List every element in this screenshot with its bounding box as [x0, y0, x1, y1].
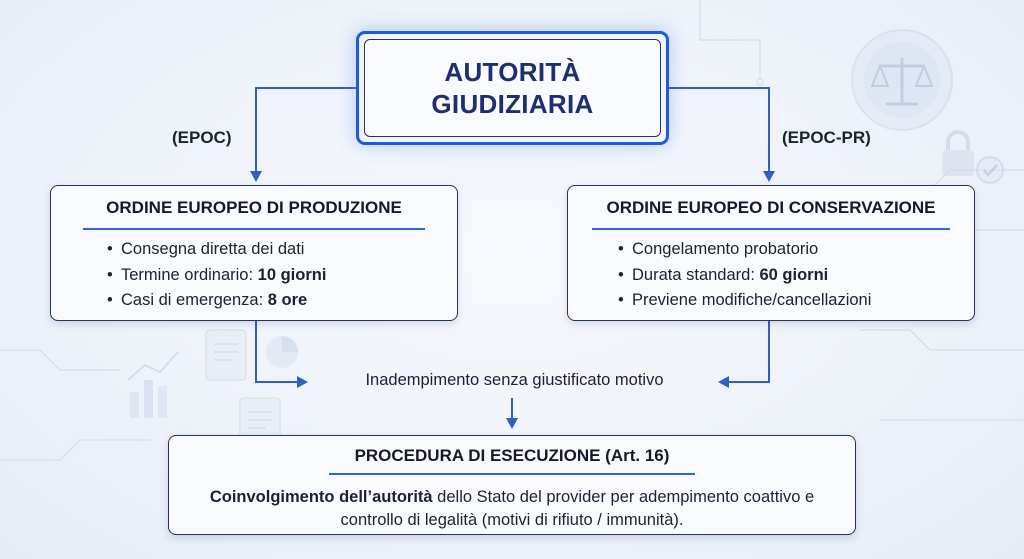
list-item: •Previene modifiche/cancellazioni: [618, 291, 872, 309]
epoc-label: (EPOC): [172, 128, 232, 147]
conservation-order-title: ORDINE EUROPEO DI CONSERVAZIONE: [606, 198, 936, 217]
enforcement-procedure-box: PROCEDURA DI ESECUZIONE (Art. 16) Coinvo…: [168, 435, 856, 535]
enforcement-procedure-underline: [329, 473, 695, 475]
enforcement-procedure-title: PROCEDURA DI ESECUZIONE (Art. 16): [354, 446, 670, 465]
production-order-list: •Consegna diretta dei dati •Termine ordi…: [107, 237, 326, 314]
padlock-icon: [942, 130, 974, 176]
scales-icon: [851, 29, 953, 131]
list-item: •Termine ordinario: 10 giorni: [107, 265, 327, 284]
list-item: •Congelamento probatorio: [618, 240, 819, 258]
list-item: •Durata standard: 60 giorni: [618, 265, 829, 284]
bar-chart-icon: [127, 351, 179, 418]
connector-conservation-to-middle: [718, 320, 770, 388]
connector-production-to-middle: [255, 320, 308, 388]
check-badge-icon: [976, 156, 1004, 184]
document-icon: [205, 329, 281, 449]
connector-to-production: [250, 87, 356, 182]
conservation-order-box: ORDINE EUROPEO DI CONSERVAZIONE •Congela…: [567, 185, 975, 321]
pie-chart-icon: [266, 336, 298, 368]
conservation-order-list: •Congelamento probatorio •Durata standar…: [618, 237, 871, 314]
production-order-box: ORDINE EUROPEO DI PRODUZIONE •Consegna d…: [50, 185, 458, 321]
list-item: •Consegna diretta dei dati: [107, 240, 305, 258]
judicial-authority-title-line2: GIUDIZIARIA: [431, 89, 594, 119]
list-item: •Casi di emergenza: 8 ore: [107, 291, 308, 309]
epoc-pr-label: (EPOC-PR): [782, 128, 871, 147]
judicial-authority-title-line1: AUTORITÀ: [444, 57, 581, 87]
enforcement-procedure-body: Coinvolgimento dell’autorità dello Stato…: [209, 488, 815, 529]
connector-to-conservation: [669, 87, 775, 182]
conservation-order-underline: [592, 228, 950, 230]
production-order-title: ORDINE EUROPEO DI PRODUZIONE: [106, 198, 402, 217]
non-compliance-text: Inadempimento senza giustificato motivo: [365, 371, 664, 389]
production-order-underline: [83, 228, 425, 230]
judicial-authority-box: AUTORITÀ GIUDIZIARIA: [356, 31, 669, 145]
